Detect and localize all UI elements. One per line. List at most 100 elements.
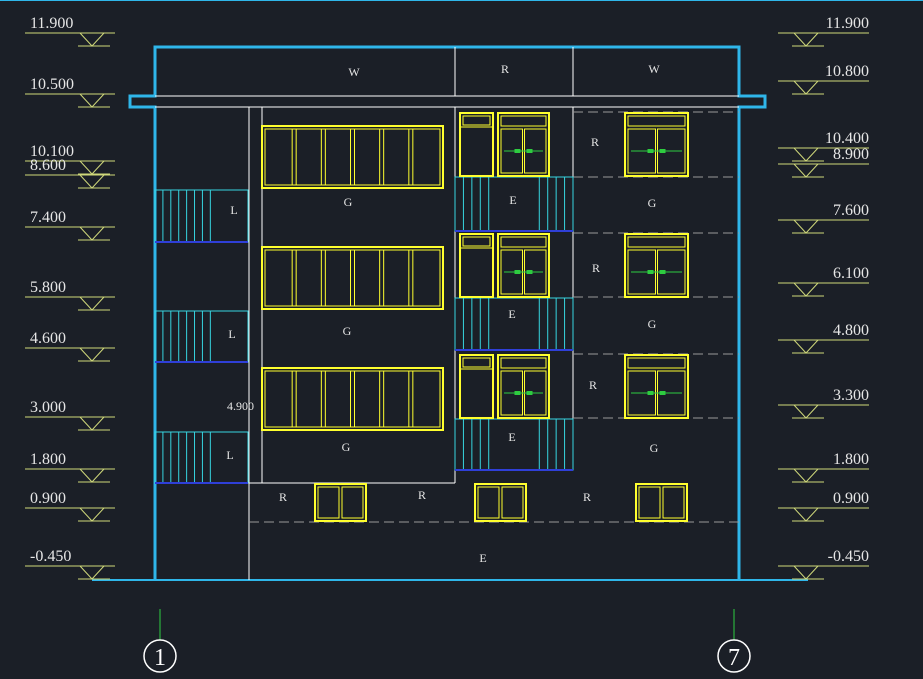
- material-label: E: [508, 307, 515, 321]
- level-value: 6.100: [833, 265, 869, 282]
- door-top: [462, 357, 491, 368]
- big-window-frame: [261, 367, 444, 431]
- window-frame: [624, 112, 689, 177]
- level-mark: 6.100: [778, 265, 869, 297]
- door-frame: [459, 354, 494, 419]
- door-window: [459, 354, 550, 419]
- ground-window-sash: [501, 486, 524, 519]
- level-value: 11.900: [30, 15, 73, 32]
- level-value: 8.900: [833, 146, 869, 163]
- material-label: L: [228, 327, 235, 341]
- door-frame: [459, 233, 494, 298]
- level-value: 11.900: [826, 15, 869, 32]
- door-top: [462, 115, 491, 126]
- level-value: 7.400: [30, 209, 66, 226]
- level-value: -0.450: [828, 548, 869, 565]
- level-mark: 11.900: [25, 15, 115, 47]
- level-value: 7.600: [833, 202, 869, 219]
- level-mark: 1.800: [778, 451, 869, 483]
- ground-window-frame: [474, 483, 527, 522]
- material-label: G: [342, 440, 351, 454]
- level-value: 3.300: [833, 387, 869, 404]
- level-mark: 10.800: [778, 63, 869, 95]
- window-frame: [497, 233, 550, 298]
- window-frame: [497, 112, 550, 177]
- balconies: [454, 176, 574, 471]
- material-label: E: [508, 430, 515, 444]
- level-value: 10.400: [825, 130, 869, 147]
- stair-window: [154, 431, 249, 484]
- level-mark: 8.900: [778, 146, 869, 178]
- ground-window-sash: [638, 486, 661, 519]
- window-top: [627, 357, 686, 369]
- material-label: E: [509, 193, 516, 207]
- axis-marker-1: 1: [143, 609, 177, 673]
- side-window: [624, 112, 689, 177]
- level-value: 10.500: [30, 76, 74, 93]
- ground-window-frame: [635, 483, 688, 522]
- material-label: G: [343, 324, 352, 338]
- balcony: [454, 176, 574, 232]
- material-label: R: [279, 490, 287, 504]
- big-window-inner: [264, 249, 441, 307]
- level-mark: 1.800: [25, 451, 115, 483]
- level-value: 4.600: [30, 330, 66, 347]
- level-mark: -0.450: [778, 548, 869, 580]
- levels-left: 11.90010.50010.1008.6007.4005.8004.6003.…: [25, 15, 115, 580]
- inner-level-label: 4.900: [227, 399, 254, 413]
- material-label: W: [648, 62, 660, 76]
- big-window-frame: [261, 125, 444, 189]
- material-label: R: [501, 62, 509, 76]
- ground-window: [635, 483, 688, 522]
- level-mark: 0.900: [778, 490, 869, 522]
- window-top: [500, 115, 547, 127]
- big-window-inner: [264, 128, 441, 186]
- small-windows: [459, 112, 689, 419]
- window-frame: [497, 354, 550, 419]
- big-window: [261, 125, 444, 189]
- level-mark: 10.100: [25, 143, 115, 175]
- window-top: [627, 236, 686, 248]
- material-label: R: [583, 490, 591, 504]
- big-window-frame: [261, 246, 444, 310]
- level-mark: 11.900: [778, 15, 869, 47]
- window-handle: [647, 270, 654, 274]
- material-label: W: [348, 65, 360, 79]
- window-handle: [514, 391, 521, 395]
- ground-window-frame: [314, 483, 367, 522]
- level-value: 5.800: [30, 279, 66, 296]
- big-window: [261, 246, 444, 310]
- level-mark: 8.600: [25, 157, 115, 189]
- level-value: 0.900: [30, 490, 66, 507]
- level-value: -0.450: [30, 548, 71, 565]
- window-top: [500, 357, 547, 369]
- level-mark: 4.600: [25, 330, 115, 362]
- level-mark: 10.500: [25, 76, 115, 108]
- door-window: [459, 112, 550, 177]
- window-handle: [526, 149, 533, 153]
- material-labels: W R W R R R L L L G G G E E E G G G R R …: [226, 62, 660, 565]
- level-mark: 0.900: [25, 490, 115, 522]
- ground-windows: [314, 483, 688, 522]
- axis-label: 1: [154, 645, 166, 671]
- stair-windows: [154, 189, 249, 484]
- level-mark: 7.600: [778, 202, 869, 234]
- level-mark: 7.400: [25, 209, 115, 241]
- material-label: G: [650, 441, 659, 455]
- level-value: 0.900: [833, 490, 869, 507]
- axis-label: 7: [728, 645, 740, 671]
- window-handle: [659, 391, 666, 395]
- material-label: G: [344, 195, 353, 209]
- level-value: 4.800: [833, 322, 869, 339]
- side-window: [624, 233, 689, 298]
- window-top: [500, 236, 547, 248]
- window-handle: [659, 270, 666, 274]
- window-handle: [526, 270, 533, 274]
- level-mark: 3.300: [778, 387, 869, 419]
- level-value: 1.800: [833, 451, 869, 468]
- material-label: R: [589, 378, 597, 392]
- big-windows: [261, 125, 444, 431]
- material-label: L: [230, 203, 237, 217]
